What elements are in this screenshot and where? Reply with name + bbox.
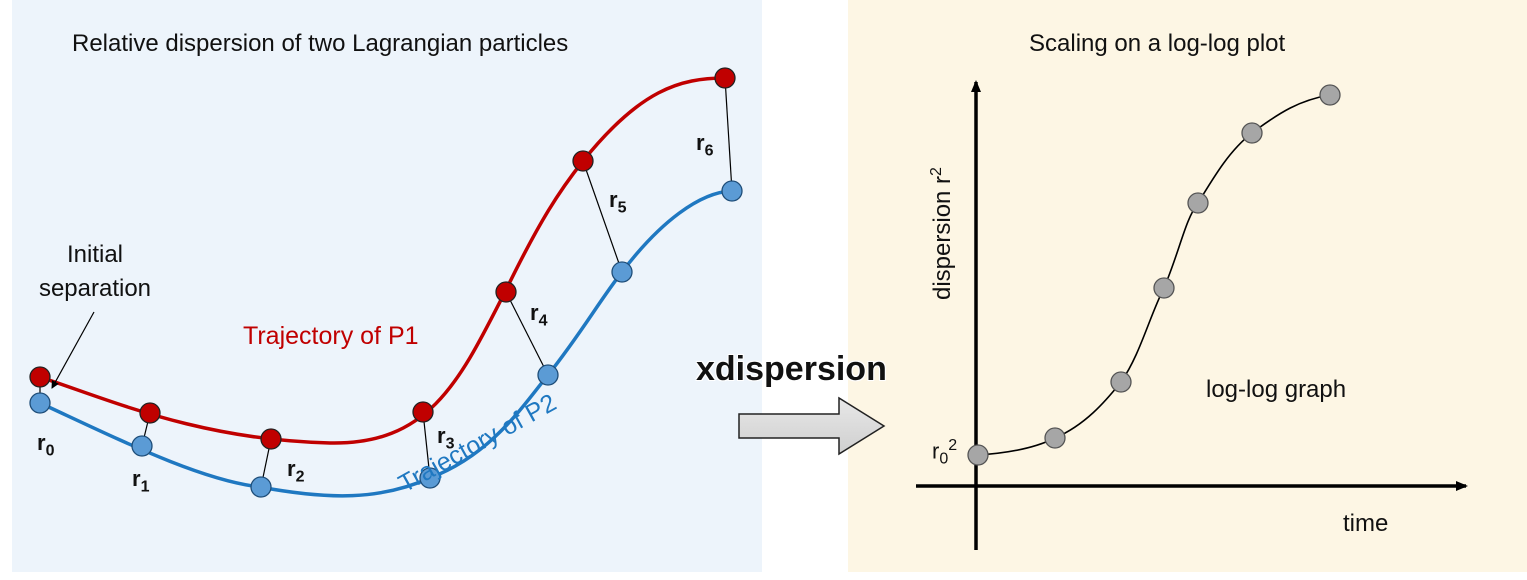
origin-label-sub: 0 [939, 450, 949, 468]
label-r5-sub: 5 [617, 199, 627, 217]
right-title: Scaling on a log-log plot [1029, 30, 1286, 57]
label-r6-r: r [696, 130, 705, 155]
p1-point-4 [495, 281, 517, 303]
graph-point-1 [1044, 427, 1066, 449]
connector-r5 [582, 160, 623, 273]
p2-point-6 [721, 180, 743, 202]
arrow-label: xdispersion [696, 350, 887, 388]
left-title: Relative dispersion of two Lagrangian pa… [72, 30, 569, 57]
p1-point-5 [572, 150, 594, 172]
graph-point-4 [1187, 192, 1209, 214]
label-r1-sub: 1 [140, 478, 150, 496]
initial-separation-pointer [51, 311, 95, 389]
left-panel [12, 0, 762, 572]
label-r5-r: r [609, 187, 618, 212]
label-r2-r: r [287, 456, 296, 481]
graph-point-6 [1319, 84, 1341, 106]
origin-label-r: r [932, 438, 940, 464]
graph-point-0 [967, 444, 989, 466]
label-r6: r6 [696, 130, 713, 160]
x-axis-label: time [1343, 510, 1389, 537]
label-r0-r: r [37, 430, 46, 455]
initial-separation-label: Initial separation [25, 238, 165, 306]
p1-point-0 [29, 366, 51, 388]
p2-point-3 [419, 467, 441, 489]
p2-point-0 [29, 392, 51, 414]
trajectory-p2-curve [39, 189, 733, 498]
label-r4-sub: 4 [538, 312, 548, 330]
label-r2-sub: 2 [295, 468, 305, 486]
y-axis-label-sup: 2 [928, 167, 945, 176]
label-r6-sub: 6 [704, 142, 714, 160]
p2-point-2 [250, 476, 272, 498]
right-panel [848, 0, 1527, 572]
p2-point-4 [537, 364, 559, 386]
origin-label-sup: 2 [948, 437, 958, 454]
graph-point-5 [1241, 122, 1263, 144]
label-r3-r: r [437, 423, 446, 448]
y-axis-label-text: dispersion r [929, 175, 956, 300]
trajectory-p1-label: Trajectory of P1 [243, 322, 419, 350]
p1-point-6 [714, 67, 736, 89]
label-r3: r3 [437, 423, 454, 453]
initial-label-line1: Initial [66, 241, 124, 268]
p1-point-3 [412, 401, 434, 423]
p1-point-1 [139, 402, 161, 424]
graph-note: log-log graph [1206, 376, 1347, 403]
label-r3-sub: 3 [445, 435, 455, 453]
p1-point-2 [260, 428, 282, 450]
connector-r3 [422, 411, 431, 479]
initial-label-line2: separation [38, 275, 152, 302]
label-r2: r2 [287, 456, 304, 486]
y-axis-label: dispersion r2 [928, 167, 957, 300]
origin-label: r02 [932, 437, 957, 469]
connector-r4 [505, 291, 549, 376]
graph-point-2 [1110, 371, 1132, 393]
p2-point-5 [611, 261, 633, 283]
transform-arrow [738, 396, 886, 456]
trajectory-p1-curve [39, 76, 726, 445]
label-r0: r0 [37, 430, 54, 460]
p2-point-1 [131, 435, 153, 457]
label-r1-r: r [132, 466, 141, 491]
label-r0-sub: 0 [45, 442, 55, 460]
label-r1: r1 [132, 466, 149, 496]
label-r4-r: r [530, 300, 539, 325]
graph-point-3 [1153, 277, 1175, 299]
label-r5: r5 [609, 187, 626, 217]
label-r4: r4 [530, 300, 547, 330]
connector-r6 [724, 77, 733, 192]
